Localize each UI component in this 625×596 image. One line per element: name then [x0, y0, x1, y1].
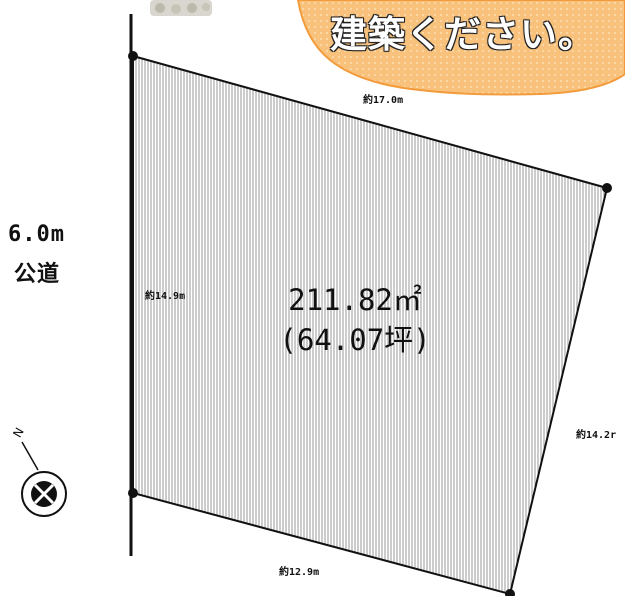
banner-bubble — [296, 0, 625, 96]
area-square-meters: 211.82㎡ — [288, 283, 422, 317]
corner-marker — [505, 589, 515, 596]
dimension-right: 約14.2r — [576, 430, 617, 441]
road-type-label: 公道 — [14, 262, 61, 287]
dimension-left: 約14.9m — [145, 291, 186, 302]
area-tsubo: (64.07坪) — [279, 323, 431, 357]
dimension-top: 約17.0m — [363, 95, 404, 106]
decor-photo — [150, 0, 212, 16]
banner-text: 建築ください。 — [330, 13, 596, 56]
corner-marker — [128, 488, 138, 498]
compass-icon: N — [10, 425, 67, 517]
corner-marker — [128, 51, 138, 61]
compass-north-label: N — [10, 425, 27, 440]
dimension-bottom: 約12.9m — [279, 567, 320, 578]
corner-marker — [602, 183, 612, 193]
road-width-label: 6.0m — [8, 222, 65, 247]
